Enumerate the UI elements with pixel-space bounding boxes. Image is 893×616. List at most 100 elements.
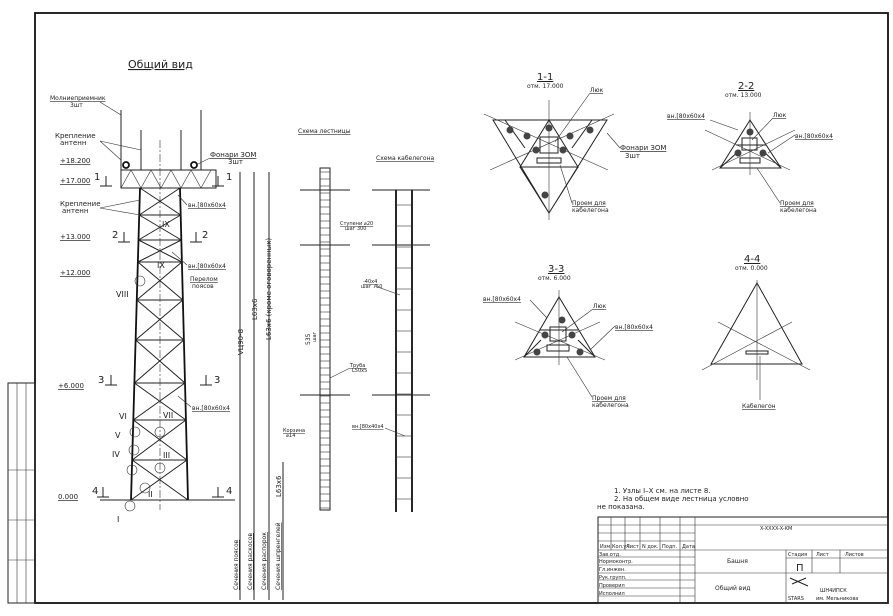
tower-brace xyxy=(134,382,187,421)
svg-text:Общий вид: Общий вид xyxy=(715,585,750,592)
tower-brace xyxy=(131,419,187,461)
svg-text:Проверил: Проверил xyxy=(599,583,625,589)
svg-text:3: 3 xyxy=(214,375,220,386)
svg-text:Молниеприемник: Молниеприемник xyxy=(50,95,106,102)
svg-text:STARS: STARS xyxy=(788,596,804,602)
svg-text:Крепление: Крепление xyxy=(60,200,101,208)
svg-text:-40x4: -40x4 xyxy=(363,279,377,285)
svg-text:Кабелегон: Кабелегон xyxy=(742,403,776,410)
svg-text:VI: VI xyxy=(119,412,127,421)
sheet-frame xyxy=(34,12,889,604)
svg-text:антенн: антенн xyxy=(62,207,88,215)
svg-text:+12.000: +12.000 xyxy=(60,269,90,277)
svg-text:вн.[80x60x4: вн.[80x60x4 xyxy=(795,133,833,140)
tower-brace xyxy=(134,339,185,384)
svg-text:3-3: 3-3 xyxy=(548,264,564,275)
section-4-4: 4-4 отм. 0.000 Кабелегон xyxy=(701,254,811,410)
section-3-3: 3-3 отм. 6.000 вн.[80x60x4 Люк вн.[80x60… xyxy=(483,264,653,409)
antenna-mount-marker xyxy=(559,146,567,154)
antenna-mount-marker xyxy=(746,128,754,136)
svg-text:Проем для: Проем для xyxy=(780,200,814,207)
org-logo-icon xyxy=(789,577,809,587)
svg-text:Стадия: Стадия xyxy=(788,552,807,558)
svg-text:вн.[80x60x4: вн.[80x60x4 xyxy=(615,324,653,331)
svg-text:П: П xyxy=(796,563,804,574)
svg-text:Ступени ⌀20: Ступени ⌀20 xyxy=(340,221,373,227)
svg-text:Нормоконтр.: Нормоконтр. xyxy=(599,559,633,565)
svg-text:Крепление: Крепление xyxy=(55,132,96,140)
svg-text:Проем для: Проем для xyxy=(572,200,606,207)
svg-text:+18.200: +18.200 xyxy=(60,157,90,165)
svg-text:IX: IX xyxy=(162,220,170,229)
svg-text:L63x6: L63x6 xyxy=(275,475,283,497)
svg-text:0.000: 0.000 xyxy=(58,493,78,501)
tower-brace xyxy=(138,187,181,216)
svg-text:поясов: поясов xyxy=(192,283,214,290)
svg-text:⌀14: ⌀14 xyxy=(286,433,295,439)
svg-text:Сечения распорок: Сечения распорок xyxy=(261,532,268,590)
svg-text:Люк: Люк xyxy=(593,303,607,310)
svg-text:L63x6: L63x6 xyxy=(251,298,259,320)
svg-text:Люк: Люк xyxy=(773,112,787,119)
svg-text:2: 2 xyxy=(202,230,208,241)
svg-text:VЦ90-8: VЦ90-8 xyxy=(237,329,245,355)
antenna-mount-marker xyxy=(568,331,576,339)
svg-text:N док.: N док. xyxy=(642,544,659,550)
svg-text:кабелегона: кабелегона xyxy=(572,207,609,214)
node-markers xyxy=(124,275,166,512)
svg-text:не показана.: не показана. xyxy=(597,503,645,511)
svg-text:Подп.: Подп. xyxy=(662,544,678,550)
antenna-mount-marker xyxy=(523,132,531,140)
svg-text:Зав.отд.: Зав.отд. xyxy=(599,552,621,558)
svg-text:IX: IX xyxy=(157,261,165,270)
svg-text:Перелом: Перелом xyxy=(190,276,218,283)
antenna-mount-marker xyxy=(576,348,584,356)
svg-text:отм. 0.000: отм. 0.000 xyxy=(735,265,768,272)
notes: 1. Узлы I–X см. на листе 8. 2. На общем … xyxy=(597,487,749,511)
svg-text:1: 1 xyxy=(94,172,100,183)
svg-text:вн.[80x60x4: вн.[80x60x4 xyxy=(192,405,230,412)
svg-text:3шт: 3шт xyxy=(70,102,83,109)
svg-text:отм. 13.000: отм. 13.000 xyxy=(725,92,762,99)
svg-text:2-2: 2-2 xyxy=(738,81,754,92)
svg-text:L63x6 (кроме оговоренных): L63x6 (кроме оговоренных) xyxy=(265,238,273,340)
svg-text:вн.[80x40x4: вн.[80x40x4 xyxy=(352,424,384,430)
svg-text:вн.[80x60x4: вн.[80x60x4 xyxy=(188,202,226,209)
svg-text:3шт: 3шт xyxy=(228,158,243,166)
svg-text:Листов: Листов xyxy=(845,552,864,558)
tower-brace xyxy=(133,419,188,461)
general-view-title: Общий вид xyxy=(128,58,193,71)
svg-text:+6.000: +6.000 xyxy=(58,382,84,390)
tower-brace xyxy=(135,299,184,341)
svg-text:Схема лестницы: Схема лестницы xyxy=(298,128,351,135)
svg-text:2: 2 xyxy=(112,230,118,241)
svg-text:вн.[80x60x4: вн.[80x60x4 xyxy=(667,113,705,120)
tower-brace xyxy=(136,299,185,341)
tower-brace xyxy=(133,382,186,421)
antenna-mount-marker xyxy=(586,126,594,134)
svg-text:им. Мельникова: им. Мельникова xyxy=(816,596,858,602)
svg-text:Проем для: Проем для xyxy=(592,395,626,402)
elevation-marks: +18.200 +17.000 +13.000 +12.000 +6.000 0… xyxy=(58,157,90,501)
antenna-mount-marker xyxy=(541,331,549,339)
svg-text:Лист: Лист xyxy=(816,552,829,558)
svg-text:шаг: шаг xyxy=(312,331,318,342)
svg-text:1-1: 1-1 xyxy=(537,72,553,83)
svg-text:Фонари ЗОМ: Фонари ЗОМ xyxy=(620,144,666,152)
svg-text:4-4: 4-4 xyxy=(744,254,760,265)
svg-text:4: 4 xyxy=(226,486,232,497)
antenna-mount-marker xyxy=(759,149,767,157)
svg-text:Дата: Дата xyxy=(682,544,695,550)
svg-text:Кол.уч: Кол.уч xyxy=(612,544,629,550)
svg-text:VII: VII xyxy=(163,411,173,420)
svg-text:вн.[80x60x4: вн.[80x60x4 xyxy=(483,296,521,303)
svg-text:1. Узлы I–X см. на листе 8.: 1. Узлы I–X см. на листе 8. xyxy=(614,487,711,495)
svg-text:3шт: 3шт xyxy=(625,152,640,160)
